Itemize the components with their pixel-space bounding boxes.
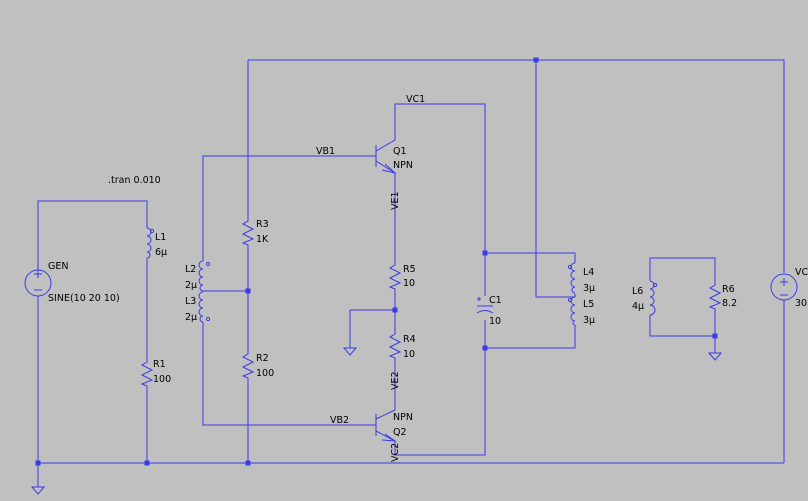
- inductor-l6[interactable]: L6 4μ: [632, 280, 658, 316]
- r5-value: 10: [403, 278, 415, 289]
- r4-name: R4: [403, 334, 416, 345]
- ground-icon: [30, 486, 46, 495]
- transistor-q2[interactable]: NPN Q2: [370, 409, 413, 442]
- l3-value: 2μ: [185, 312, 197, 323]
- ground-symbols: [30, 347, 723, 495]
- gen-value: SINE(10 20 10): [48, 293, 120, 304]
- l2-name: L2: [185, 264, 196, 275]
- inductor-l4[interactable]: L4 3μ: [567, 262, 595, 294]
- r3-value: 1K: [256, 234, 269, 245]
- resistor-r6[interactable]: R6 8.2: [708, 282, 737, 312]
- l1-name: L1: [155, 232, 166, 243]
- r6-name: R6: [722, 284, 735, 295]
- net-label-vc1[interactable]: VC1: [406, 94, 425, 105]
- q1-name: Q1: [393, 146, 407, 157]
- net-label-vb2[interactable]: VB2: [330, 415, 349, 426]
- l6-value: 4μ: [632, 301, 644, 312]
- vcc-name: VC: [795, 267, 808, 278]
- l4-name: L4: [583, 267, 594, 278]
- resistor-r4[interactable]: R4 10: [388, 330, 416, 360]
- q2-name: Q2: [393, 427, 407, 438]
- c1-value: 10: [489, 316, 501, 327]
- resistor-r1[interactable]: R1 100: [140, 358, 171, 388]
- l3-name: L3: [185, 296, 196, 307]
- transistor-q1[interactable]: Q1 NPN: [370, 139, 413, 174]
- r4-value: 10: [403, 349, 415, 360]
- r2-name: R2: [256, 353, 269, 364]
- q2-model: NPN: [393, 412, 413, 423]
- c1-name: C1: [489, 295, 502, 306]
- inductor-l1[interactable]: L1 6μ: [146, 227, 167, 259]
- r2-value: 100: [256, 368, 274, 379]
- gen-name: GEN: [48, 261, 68, 272]
- vcc-voltage-source[interactable]: VC 30: [770, 267, 808, 309]
- r1-name: R1: [153, 359, 166, 370]
- net-label-vc2[interactable]: VC2: [390, 443, 401, 462]
- r1-value: 100: [153, 374, 171, 385]
- l5-name: L5: [583, 299, 594, 310]
- inductor-l3[interactable]: L3 2μ: [185, 291, 211, 323]
- l2-value: 2μ: [185, 280, 197, 291]
- net-label-ve1[interactable]: VE1: [390, 191, 401, 210]
- inductor-l5[interactable]: L5 3μ: [567, 296, 595, 326]
- inductor-l2[interactable]: L2 2μ: [185, 260, 211, 292]
- q1-model: NPN: [393, 160, 413, 171]
- ground-icon: [342, 347, 358, 356]
- resistor-r3[interactable]: R3 1K: [241, 218, 269, 246]
- resistor-r2[interactable]: R2 100: [241, 350, 274, 380]
- resistor-r5[interactable]: R5 10: [388, 262, 416, 290]
- gen-voltage-source[interactable]: GEN SINE(10 20 10): [24, 261, 120, 304]
- r5-name: R5: [403, 264, 416, 275]
- l4-value: 3μ: [583, 283, 595, 294]
- ground-icon: [707, 352, 723, 361]
- net-label-vb1[interactable]: VB1: [316, 146, 335, 157]
- junction-dots: [35, 57, 718, 466]
- wires: [37, 59, 785, 487]
- tran-directive[interactable]: .tran 0.010: [108, 175, 161, 186]
- l6-name: L6: [632, 286, 643, 297]
- vcc-value: 30: [795, 298, 807, 309]
- capacitor-c1[interactable]: C1 10: [476, 295, 502, 327]
- r3-name: R3: [256, 219, 269, 230]
- r6-value: 8.2: [722, 298, 737, 309]
- net-label-ve2[interactable]: VE2: [390, 371, 401, 390]
- net-labels: VC1 VB1 VB2 VE1 VE2 VC2: [316, 94, 425, 462]
- l1-value: 6μ: [155, 247, 167, 258]
- l5-value: 3μ: [583, 315, 595, 326]
